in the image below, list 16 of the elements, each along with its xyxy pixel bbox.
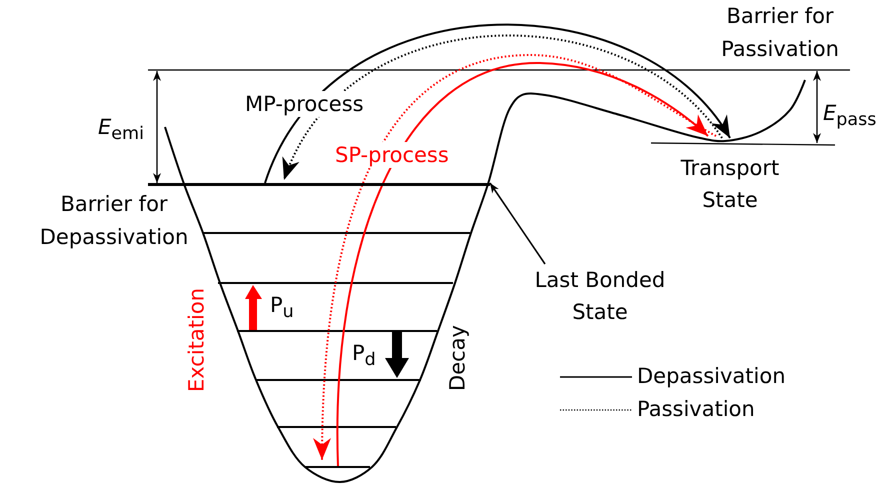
state-label: Last Bonded State	[534, 267, 666, 326]
process-label: SP-process	[333, 142, 451, 168]
probability-symbol: P$_{d}$	[352, 340, 376, 372]
energy-level-line	[148, 183, 490, 186]
legend-label: Depassivation	[637, 363, 786, 390]
process-arrow	[489, 182, 546, 264]
probability-symbol: P$_{u}$	[270, 292, 294, 324]
state-label: Transport State	[680, 155, 780, 214]
barrier-label: Barrier for Depassivation	[38, 191, 190, 251]
energy-symbol: E$_{pass}$	[823, 100, 876, 132]
legend-label: Passivation	[637, 396, 755, 423]
energy-symbol: E$_{emi}$	[98, 114, 144, 146]
process-label: Decay	[444, 325, 470, 391]
energy-level-line	[305, 466, 370, 468]
barrier-label: Barrier for Passivation	[720, 3, 840, 63]
process-label: Excitation	[184, 288, 210, 392]
